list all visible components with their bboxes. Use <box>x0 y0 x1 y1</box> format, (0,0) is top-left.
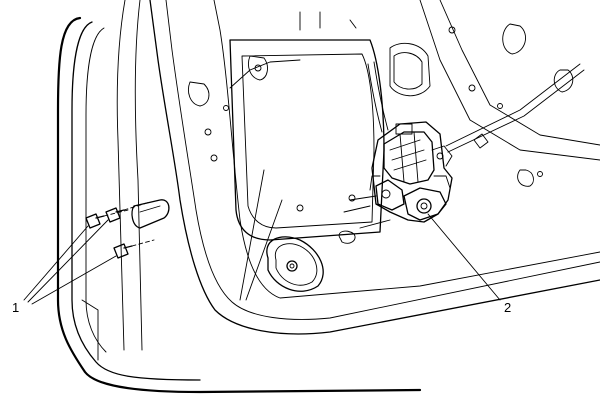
lower-access-hole <box>266 219 391 292</box>
screw-upper <box>85 209 129 229</box>
door-lock-actuator <box>343 61 585 223</box>
callout-2-leaders <box>239 169 501 301</box>
striker-bracket <box>131 199 170 229</box>
door-inner-panel <box>149 0 600 335</box>
callout-2-label: 2 <box>504 300 511 315</box>
fasteners <box>85 201 155 259</box>
screw-lower <box>113 239 155 259</box>
callout-1-label: 1 <box>12 300 19 315</box>
callout-1-leaders <box>23 219 117 305</box>
screw-middle <box>105 201 151 223</box>
door-frame <box>56 0 422 394</box>
